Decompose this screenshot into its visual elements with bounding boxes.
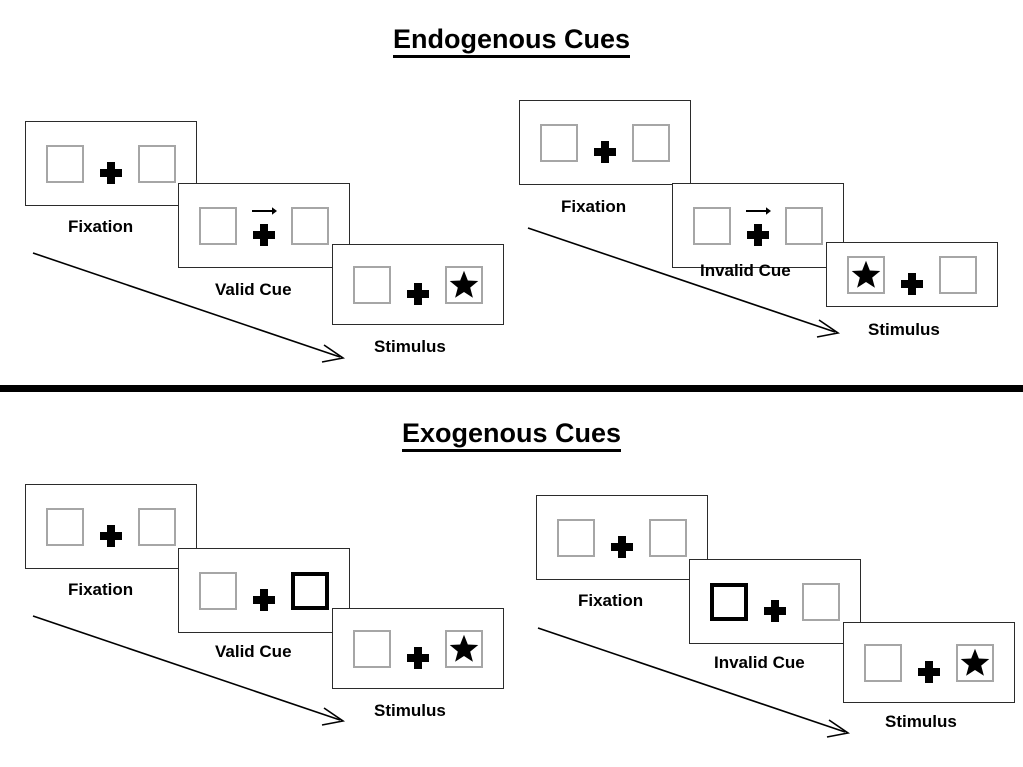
fixation-centre [98, 144, 124, 184]
caption-endogenous-valid-fixation: Fixation [68, 217, 134, 236]
fixation-centre [899, 255, 925, 295]
fixation-plus-icon [407, 282, 429, 305]
stimulus-box-right [138, 507, 176, 546]
caption-endogenous-valid-stimulus: Stimulus [374, 337, 446, 356]
fixation-centre [592, 123, 618, 163]
stimulus-box-left [353, 629, 391, 668]
stimulus-box-left [847, 255, 885, 294]
panel-endogenous-valid-stimulus [332, 244, 504, 325]
panel-endogenous-invalid-cue [672, 183, 844, 268]
caption-exogenous-invalid-fixation: Fixation [578, 591, 644, 610]
stimulus-box-left [46, 144, 84, 183]
target-star-icon [851, 260, 881, 288]
stimulus-box-right [632, 123, 670, 162]
stimulus-box-right [939, 255, 977, 294]
stimulus-box-right [649, 518, 687, 557]
panel-endogenous-valid-cue [178, 183, 350, 268]
stimulus-box-left [353, 265, 391, 304]
section-title-exogenous-text: Exogenous Cues [401, 418, 622, 452]
stimulus-box-right-cued [291, 571, 329, 610]
stimulus-box-right [445, 265, 483, 304]
stimulus-box-left [540, 123, 578, 162]
panel-endogenous-invalid-stimulus [826, 242, 998, 307]
fixation-centre [405, 265, 431, 305]
fixation-centre [609, 518, 635, 558]
target-star-icon [449, 270, 479, 298]
section-title-endogenous: Endogenous Cues [0, 24, 1023, 58]
fixation-plus-icon [253, 588, 275, 611]
panel-exogenous-valid-stimulus [332, 608, 504, 689]
stimulus-box-right [138, 144, 176, 183]
target-star-icon [960, 648, 990, 676]
caption-exogenous-invalid-stimulus: Stimulus [885, 712, 957, 731]
fixation-centre [745, 206, 771, 246]
fixation-centre [762, 582, 788, 622]
fixation-plus-icon [747, 223, 769, 246]
fixation-plus-icon [764, 599, 786, 622]
fixation-plus-icon [253, 223, 275, 246]
panel-exogenous-invalid-cue [689, 559, 861, 644]
section-divider [0, 385, 1023, 392]
caption-endogenous-invalid-cue: Invalid Cue [700, 261, 791, 280]
fixation-plus-icon [100, 524, 122, 547]
caption-exogenous-invalid-cue: Invalid Cue [714, 653, 805, 672]
fixation-plus-icon [901, 272, 923, 295]
caption-exogenous-valid-cue: Valid Cue [215, 642, 292, 661]
cue-arrow-right-icon [252, 206, 277, 215]
stimulus-box-right [291, 206, 329, 245]
stimulus-box-left [199, 571, 237, 610]
caption-exogenous-valid-stimulus: Stimulus [374, 701, 446, 720]
fixation-centre [916, 643, 942, 683]
panel-exogenous-invalid-stimulus [843, 622, 1015, 703]
fixation-plus-icon [594, 140, 616, 163]
fixation-plus-icon [611, 535, 633, 558]
stimulus-box-right [956, 643, 994, 682]
fixation-plus-icon [100, 161, 122, 184]
stimulus-box-right [785, 206, 823, 245]
panel-exogenous-valid-cue [178, 548, 350, 633]
fixation-centre [98, 507, 124, 547]
stimulus-box-left [557, 518, 595, 557]
section-title-endogenous-text: Endogenous Cues [392, 24, 630, 58]
cue-arrow-right-icon [746, 206, 771, 215]
caption-endogenous-invalid-fixation: Fixation [561, 197, 627, 216]
stimulus-box-left [46, 507, 84, 546]
stimulus-box-left [693, 206, 731, 245]
panel-endogenous-invalid-fixation [519, 100, 691, 185]
stimulus-box-left [199, 206, 237, 245]
panel-exogenous-invalid-fixation [536, 495, 708, 580]
target-star-icon [449, 634, 479, 662]
fixation-centre [251, 206, 277, 246]
stimulus-box-right [445, 629, 483, 668]
caption-endogenous-valid-cue: Valid Cue [215, 280, 292, 299]
panel-endogenous-valid-fixation [25, 121, 197, 206]
fixation-plus-icon [918, 660, 940, 683]
fixation-plus-icon [407, 646, 429, 669]
stimulus-box-left [864, 643, 902, 682]
caption-exogenous-valid-fixation: Fixation [68, 580, 134, 599]
panel-exogenous-valid-fixation [25, 484, 197, 569]
caption-endogenous-invalid-stimulus: Stimulus [868, 320, 940, 339]
fixation-centre [405, 629, 431, 669]
stimulus-box-right [802, 582, 840, 621]
section-title-exogenous: Exogenous Cues [0, 418, 1023, 452]
fixation-centre [251, 571, 277, 611]
stimulus-box-left-cued [710, 582, 748, 621]
